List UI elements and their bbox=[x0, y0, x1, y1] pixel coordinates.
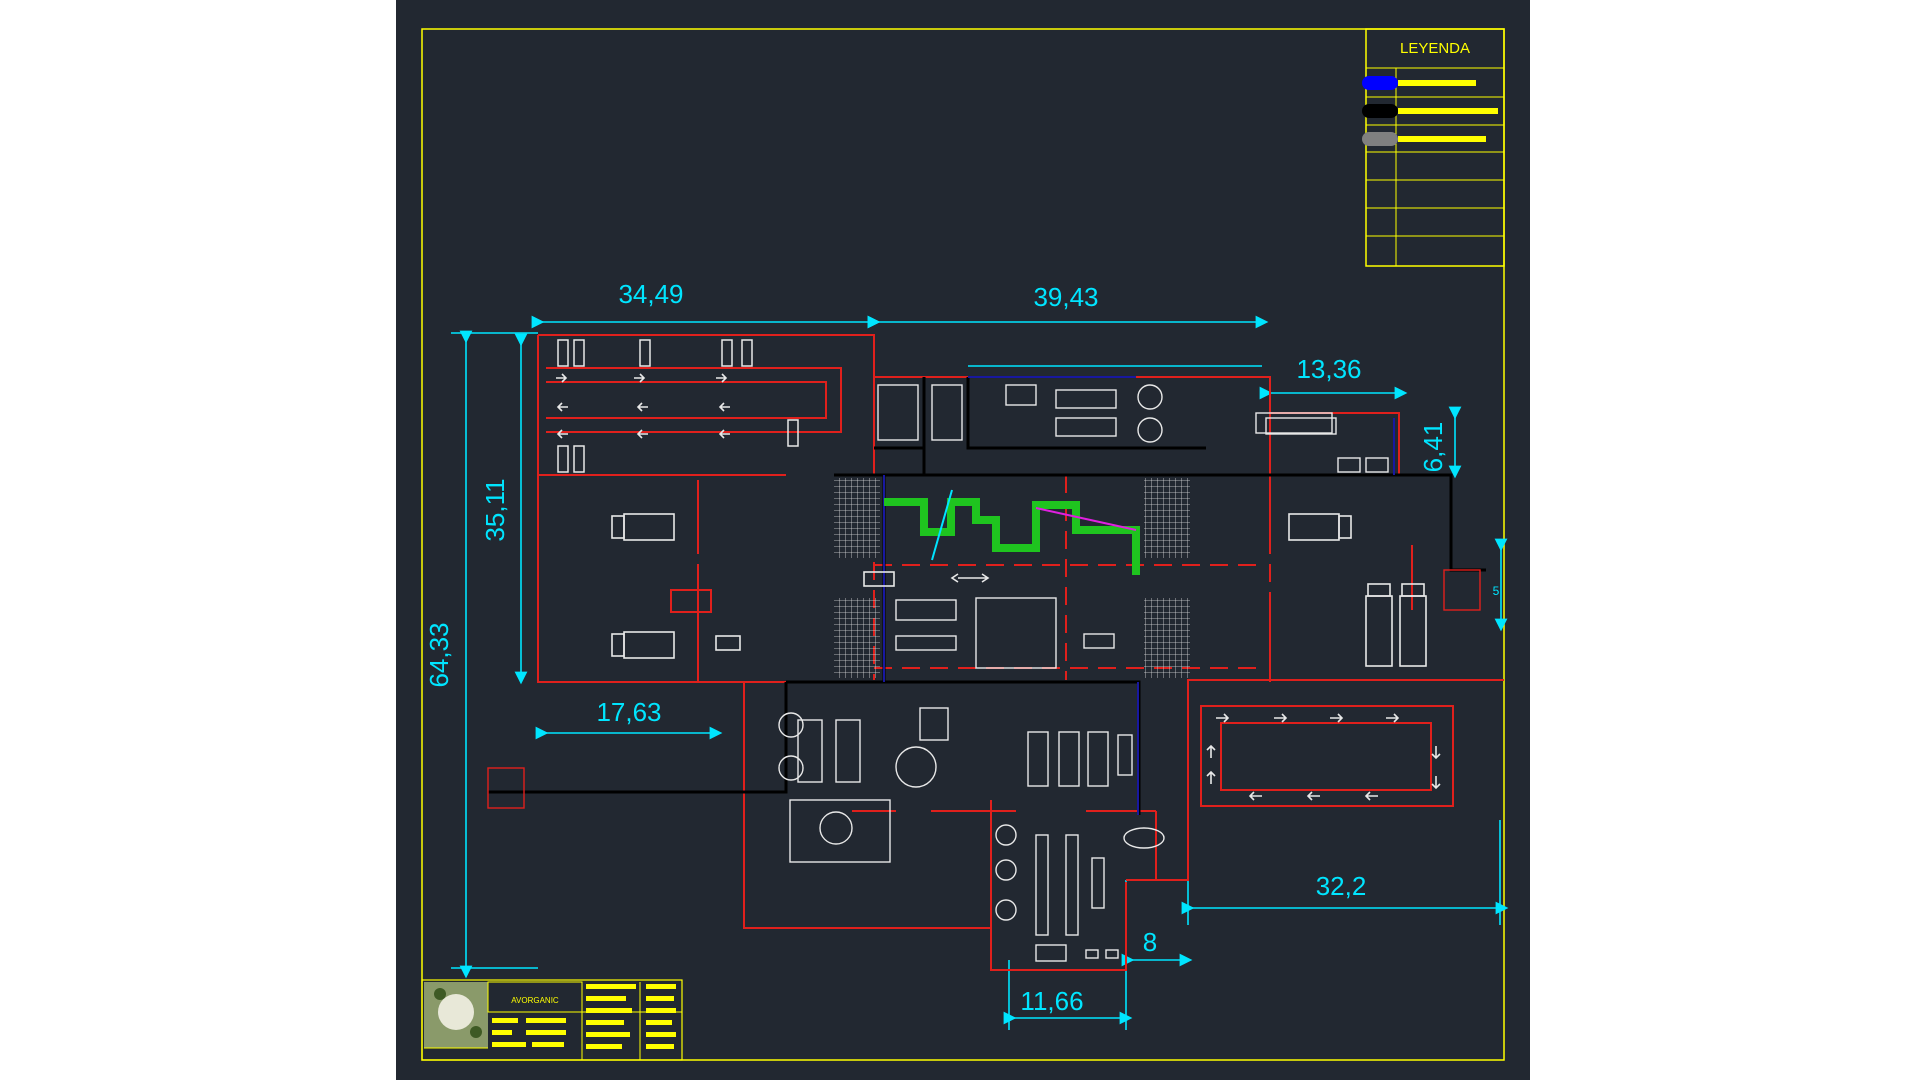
cyan-route bbox=[931, 489, 953, 561]
dim-bottom-gap: 8 bbox=[1143, 927, 1157, 957]
green-process-route bbox=[884, 498, 1140, 575]
truck-icons bbox=[611, 513, 1427, 667]
dim-right-small-height: 6,41 bbox=[1418, 422, 1448, 473]
dim-top-mid-width: 39,43 bbox=[1033, 282, 1098, 312]
legend-title: LEYENDA bbox=[1400, 40, 1470, 57]
tiled-zone bbox=[1144, 478, 1190, 558]
company-name: AVORGANIC bbox=[511, 996, 559, 1005]
dim-top-left-width: 34,49 bbox=[618, 279, 683, 309]
dimension-lines bbox=[451, 315, 1509, 1030]
cad-drawing-sheet: LEYENDA 34,49 39,43 bbox=[396, 0, 1530, 1080]
dim-side-small: 5 bbox=[1493, 584, 1500, 598]
tiled-zone bbox=[1144, 598, 1190, 678]
office-furniture bbox=[487, 384, 1481, 962]
dim-bottom-width: 11,66 bbox=[1020, 986, 1083, 1016]
dim-left-block-height: 35,11 bbox=[480, 478, 510, 541]
legend-row-2 bbox=[1362, 104, 1498, 118]
tiled-zone bbox=[834, 478, 880, 558]
red-walls bbox=[537, 334, 1504, 971]
dim-left-bottom-width: 17,63 bbox=[596, 697, 661, 727]
legend-row-1 bbox=[1362, 76, 1476, 90]
floor-plan-canvas: LEYENDA 34,49 39,43 bbox=[421, 28, 1509, 1061]
title-block: AVORGANIC bbox=[421, 979, 683, 1061]
drawing-frame bbox=[421, 28, 1505, 1061]
dim-overall-height: 64,33 bbox=[424, 622, 454, 687]
legend-row-3 bbox=[1362, 132, 1486, 146]
flow-arrows bbox=[556, 373, 1441, 801]
dim-right-bottom-width: 32,2 bbox=[1316, 871, 1367, 901]
black-walls bbox=[488, 377, 1486, 815]
magenta-process-route bbox=[1035, 507, 1137, 531]
tiled-zone bbox=[834, 598, 880, 678]
blue-walls bbox=[883, 376, 1395, 815]
legend-box: LEYENDA bbox=[1362, 28, 1505, 267]
dim-top-right-width: 13,36 bbox=[1296, 354, 1361, 384]
parked-cars bbox=[557, 339, 799, 473]
